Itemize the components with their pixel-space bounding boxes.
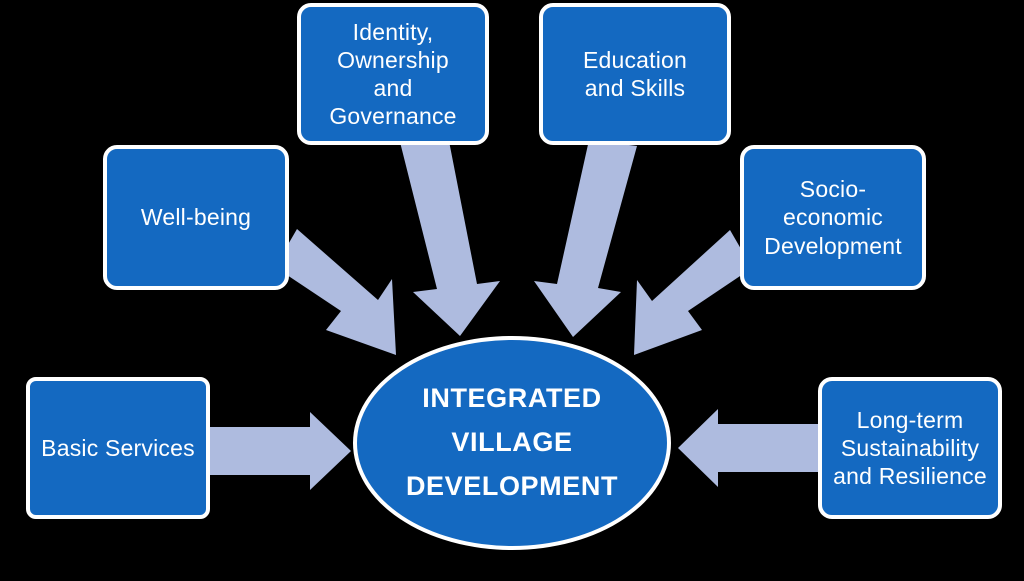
node-socio-economic-development[interactable]: Socio- economic Development: [740, 145, 926, 290]
node-basic-services-label: Basic Services: [41, 434, 195, 461]
node-wellbeing-label: Well-being: [140, 204, 252, 231]
node-long-term-sustainability-and-resilience[interactable]: Long-term Sustainability and Resilience: [818, 377, 1002, 519]
hub-integrated-village-development[interactable]: INTEGRATED VILLAGE DEVELOPMENT: [353, 336, 671, 550]
arrow-wellbeing-to-hub: [275, 229, 396, 355]
arrow-identity-to-hub: [400, 136, 500, 336]
arrow-socio-to-hub: [634, 230, 752, 355]
node-well-being[interactable]: Well-being: [103, 145, 289, 290]
arrow-education-to-hub: [534, 140, 637, 337]
node-socio-label: Socio- economic Development: [764, 176, 902, 259]
node-identity-ownership-governance[interactable]: Identity, Ownership and Governance: [297, 3, 489, 145]
node-identity-label: Identity, Ownership and Governance: [329, 18, 457, 130]
arrow-longterm-to-hub: [678, 409, 820, 487]
node-longterm-label: Long-term Sustainability and Resilience: [833, 406, 987, 490]
hub-label: INTEGRATED VILLAGE DEVELOPMENT: [405, 383, 619, 501]
node-basic-services[interactable]: Basic Services: [26, 377, 210, 519]
node-education-label: Education and Skills: [582, 46, 688, 101]
node-education-and-skills[interactable]: Education and Skills: [539, 3, 731, 145]
arrow-basic-to-hub: [209, 412, 351, 490]
